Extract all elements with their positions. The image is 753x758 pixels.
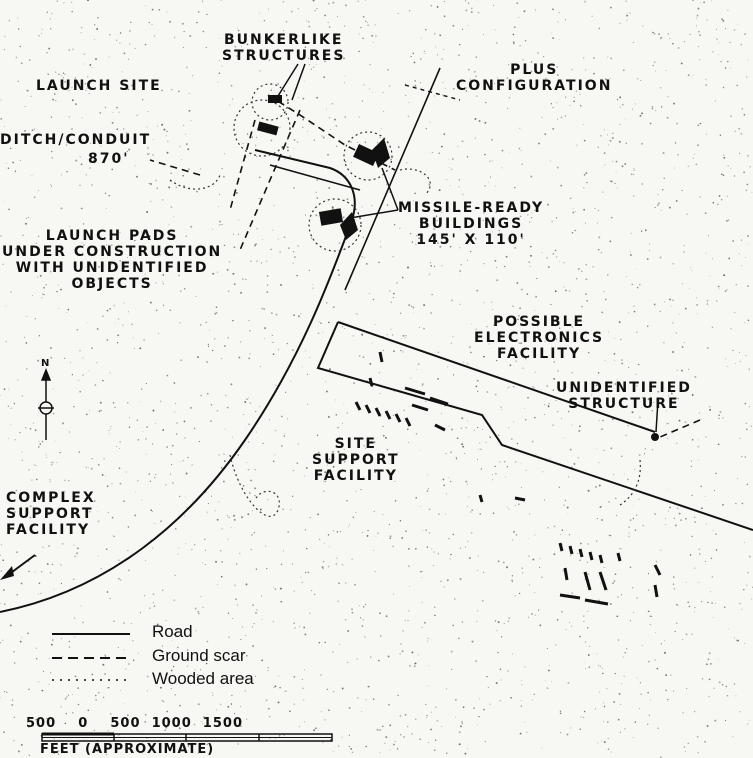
complex-support-arrowhead [0, 566, 14, 580]
north-label: N [41, 358, 50, 369]
compound-road [316, 321, 753, 531]
structures [257, 95, 659, 441]
plus-crossbar [404, 84, 461, 101]
north-arrow [38, 367, 54, 440]
legend-ground-scar: Ground scar [152, 646, 246, 665]
label-launch-site: LAUNCH SITE [36, 78, 162, 94]
scale-ticks: 500 0 500 1000 1500 [26, 716, 243, 731]
label-bunkerlike-structures: BUNKERLIKE STRUCTURES [222, 32, 346, 64]
compound-road-north [337, 321, 656, 433]
leader-lines [277, 63, 659, 433]
main-road [0, 219, 353, 613]
label-unidentified-structure: UNIDENTIFIED STRUCTURE [556, 380, 692, 412]
plus-config-line [344, 67, 441, 291]
label-complex-support-facility: COMPLEX SUPPORT FACILITY [6, 490, 96, 538]
legend-symbols [52, 633, 130, 681]
label-missile-ready-buildings: MISSILE-READY BUILDINGS 145' X 110' [398, 200, 545, 248]
legend-road: Road [152, 622, 193, 641]
label-site-support-facility: SITE SUPPORT FACILITY [312, 436, 400, 484]
road-upper-loop [254, 149, 356, 221]
small-buildings [354, 351, 662, 606]
wooded-areas [169, 83, 641, 517]
label-ditch-length: 870' [88, 151, 130, 167]
legend-wooded-area: Wooded area [152, 669, 254, 688]
scale-bar [41, 732, 333, 742]
label-ditch-conduit: DITCH/CONDUIT [0, 132, 152, 148]
label-electronics-facility: POSSIBLE ELECTRONICS FACILITY [474, 314, 605, 362]
label-plus-configuration: PLUS CONFIGURATION [456, 62, 613, 94]
scale-caption: FEET (APPROXIMATE) [40, 742, 215, 757]
road-mid [269, 164, 361, 191]
label-launch-pads: LAUNCH PADS UNDER CONSTRUCTION WITH UNID… [2, 228, 223, 292]
